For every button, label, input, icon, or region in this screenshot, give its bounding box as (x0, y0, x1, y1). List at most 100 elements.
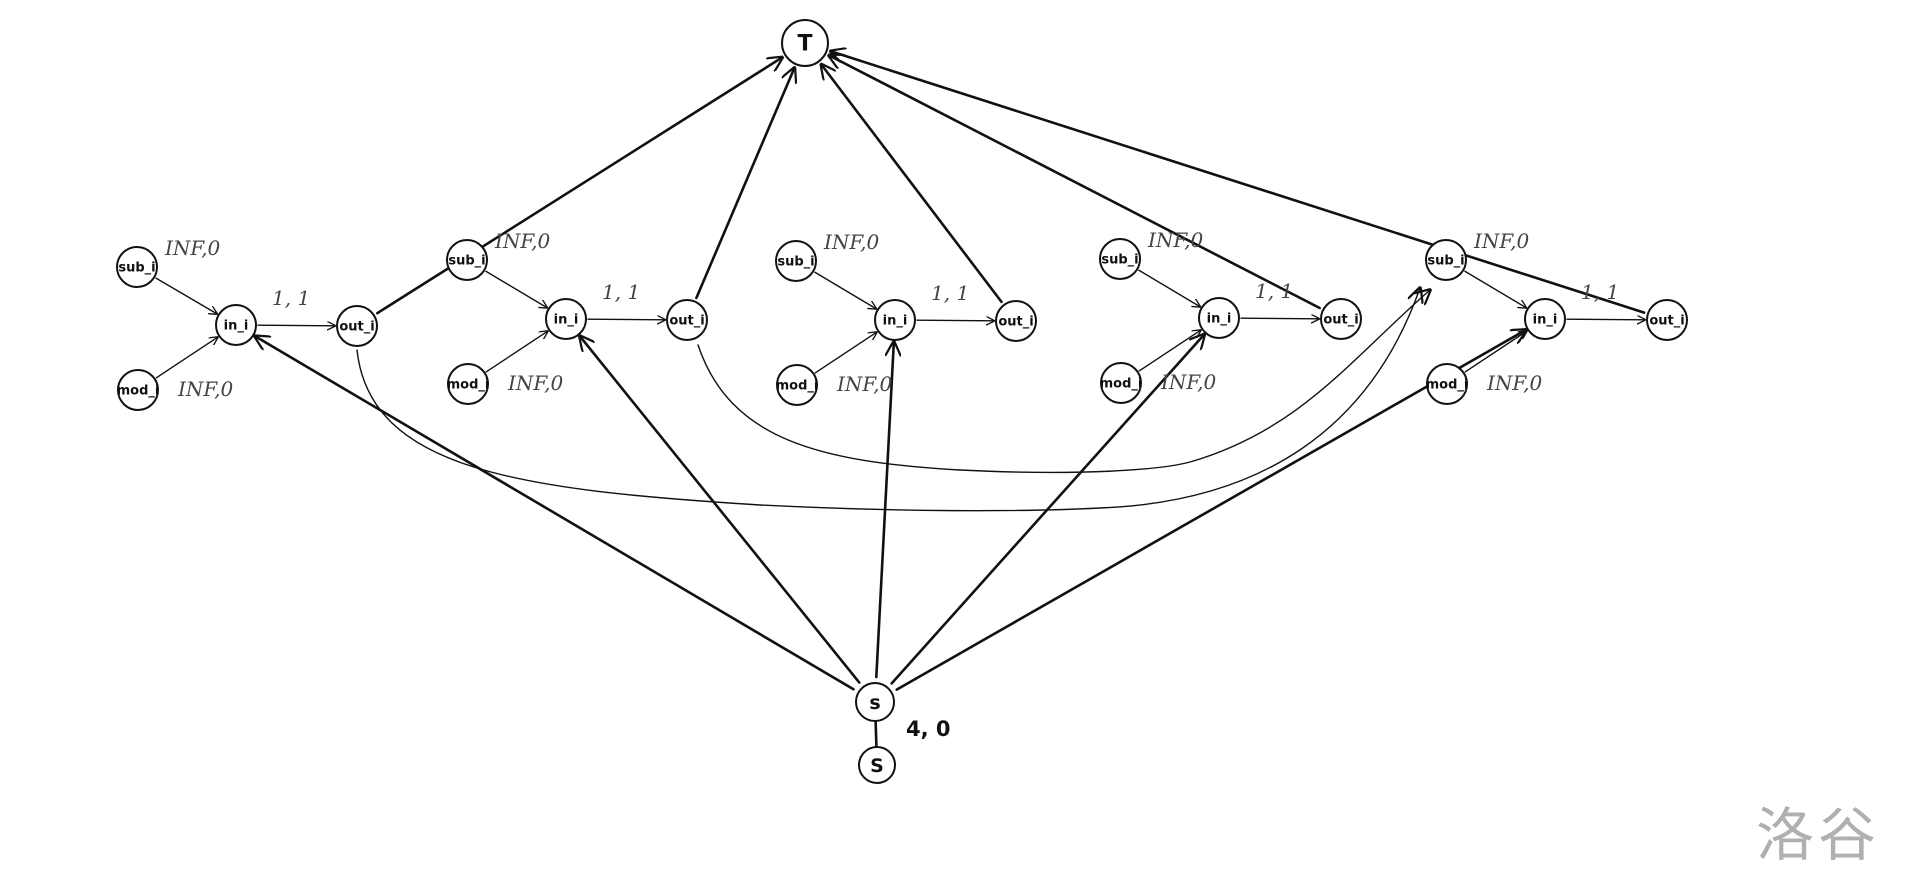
label-sub-edge-4: INF,0 (1147, 228, 1204, 252)
node-in-1: in_i (215, 304, 257, 346)
edge-S-to-s (874, 719, 878, 749)
node-in-5: in_i (1524, 298, 1566, 340)
watermark-logo: 洛谷 (1755, 801, 1880, 869)
edge-mod-to-in-3 (814, 332, 876, 374)
node-sub-2: sub_i (446, 239, 488, 281)
label-in-out-edge-3: 1, 1 (931, 281, 969, 305)
edge-s-to-in-5 (895, 330, 1526, 691)
edge-in-to-out-5 (1566, 319, 1645, 320)
node-sub-2-label: sub_i (448, 254, 485, 269)
node-sub-4-label: sub_i (1101, 253, 1138, 268)
label-sub-edge-3: INF,0 (823, 230, 880, 254)
node-in-4-circle (1198, 297, 1240, 339)
edges-layer (155, 51, 1646, 749)
edge-mod-to-in-5 (1464, 331, 1526, 373)
edge-s-to-in-2 (580, 336, 861, 684)
node-s-label: s (869, 692, 880, 714)
label-mod-edge-5: INF,0 (1486, 371, 1543, 395)
label-in-out-edge-5: 1, 1 (1581, 280, 1619, 304)
node-mod-5-label: mod_i (1426, 378, 1469, 393)
node-sub-1-circle (116, 246, 158, 288)
edge-sub-to-in-3 (814, 271, 876, 308)
node-out-1-circle (336, 305, 378, 347)
node-in-3-label: in_i (883, 314, 908, 329)
label-mod-edge-1: INF,0 (177, 377, 234, 401)
edge-out-2-to-in-5 (697, 290, 1430, 474)
node-in-3: in_i (874, 299, 916, 341)
node-S-label: S (870, 755, 884, 777)
node-sub-3-circle (775, 240, 817, 282)
node-T-label: T (797, 32, 812, 57)
node-mod-4-circle (1100, 362, 1142, 404)
node-out-2: out_i (666, 299, 708, 341)
label-mod-edge-2: INF,0 (507, 371, 564, 395)
node-S-circle (858, 746, 896, 784)
label-sub-edge-1: INF,0 (164, 236, 221, 260)
node-mod-2-label: mod_i (447, 378, 490, 393)
node-sub-5-label: sub_i (1427, 254, 1464, 269)
label-sub-edge-2: INF,0 (494, 229, 551, 253)
node-in-2: in_i (545, 298, 587, 340)
edge-out-to-T-1 (375, 57, 782, 315)
node-sub-5: sub_i (1425, 239, 1467, 281)
edge-out-to-T-2 (695, 68, 794, 300)
node-in-3-circle (874, 299, 916, 341)
edge-sub-to-in-5 (1464, 270, 1526, 307)
node-out-4-circle (1320, 298, 1362, 340)
node-out-5-label: out_i (1649, 314, 1684, 329)
edge-in-to-out-2 (587, 319, 665, 320)
node-in-5-label: in_i (1533, 313, 1558, 328)
node-out-2-circle (666, 299, 708, 341)
edge-sub-to-in-4 (1138, 269, 1200, 306)
node-in-1-circle (215, 304, 257, 346)
node-mod-2-circle (447, 363, 489, 405)
node-mod-1-circle (117, 369, 159, 411)
node-out-4: out_i (1320, 298, 1362, 340)
node-out-5: out_i (1646, 299, 1688, 341)
label-mod-edge-4: INF,0 (1160, 370, 1217, 394)
edge-s-to-in-4 (890, 334, 1205, 685)
node-in-4: in_i (1198, 297, 1240, 339)
node-out-5-circle (1646, 299, 1688, 341)
node-sub-4: sub_i (1099, 238, 1141, 280)
node-out-2-label: out_i (669, 314, 704, 329)
node-out-3-label: out_i (998, 315, 1033, 330)
node-in-1-label: in_i (224, 319, 249, 334)
node-sub-3-label: sub_i (777, 255, 814, 270)
node-sub-1-label: sub_i (118, 261, 155, 276)
node-T-circle (781, 19, 829, 67)
edge-out-1-to-in-5 (356, 288, 1420, 512)
node-mod-1-label: mod_i (117, 384, 160, 399)
edge-s-to-in-1 (255, 336, 855, 691)
node-out-3-circle (995, 300, 1037, 342)
node-T: T (781, 19, 829, 67)
label-source-edge: 4, 0 (906, 717, 951, 741)
label-sub-edge-5: INF,0 (1473, 229, 1530, 253)
node-mod-5-circle (1426, 363, 1468, 405)
node-mod-4: mod_i (1100, 362, 1142, 404)
node-in-2-label: in_i (554, 313, 579, 328)
node-out-1: out_i (336, 305, 378, 347)
node-sub-5-circle (1425, 239, 1467, 281)
label-in-out-edge-2: 1, 1 (602, 280, 640, 304)
edge-mod-to-in-1 (155, 337, 217, 379)
node-mod-5: mod_i (1426, 363, 1469, 405)
node-mod-3-label: mod_i (776, 379, 819, 394)
edge-mod-to-in-4 (1138, 330, 1200, 372)
edge-sub-to-in-1 (155, 277, 217, 314)
edge-out-to-T-4 (829, 55, 1321, 310)
node-out-4-label: out_i (1323, 313, 1358, 328)
edge-in-to-out-4 (1240, 318, 1319, 319)
edge-in-to-out-3 (916, 320, 994, 321)
node-mod-1: mod_i (117, 369, 160, 411)
node-mod-3: mod_i (776, 364, 819, 406)
edge-out-to-T-5 (831, 51, 1646, 314)
node-sub-1: sub_i (116, 246, 158, 288)
node-out-1-label: out_i (339, 320, 374, 335)
node-out-3: out_i (995, 300, 1037, 342)
label-in-out-edge-1: 1, 1 (272, 286, 310, 310)
node-sub-4-circle (1099, 238, 1141, 280)
